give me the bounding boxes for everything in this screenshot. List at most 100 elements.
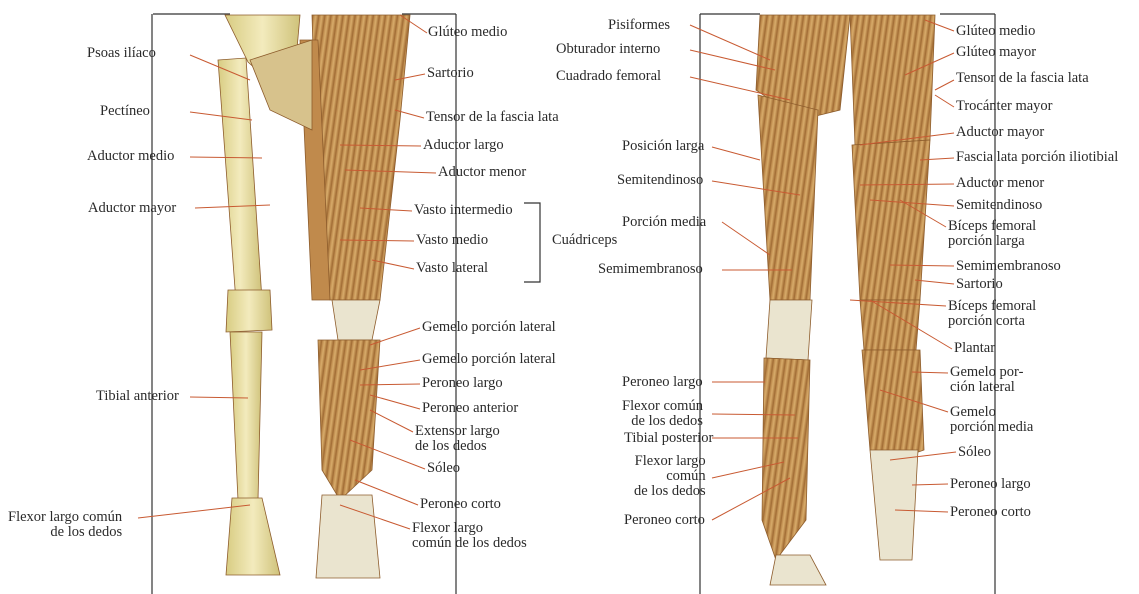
- label-line: Flexor largo: [412, 521, 527, 536]
- label-gemelo-lateral-2: Gemelo porción lateral: [422, 352, 556, 367]
- thigh-posterior-right: [852, 140, 930, 300]
- label-line: Tensor de la fascia lata: [426, 110, 559, 125]
- gluteus-maximus-shape: [850, 15, 935, 145]
- label-plantar: Plantar: [954, 341, 995, 356]
- label-line: Semitendinoso: [956, 198, 1042, 213]
- label-line: Gemelo por-: [950, 365, 1023, 380]
- label-biceps-larga: Bíceps femoralporción larga: [948, 219, 1036, 249]
- label-line: Bíceps femoral: [948, 219, 1036, 234]
- label-line: Obturador interno: [556, 42, 660, 57]
- label-line: Extensor largo: [415, 424, 500, 439]
- label-aductor-mayor-p: Aductor mayor: [956, 125, 1044, 140]
- femur-bone: [218, 58, 262, 302]
- label-line: Aductor menor: [956, 176, 1044, 191]
- tibia-bone: [230, 332, 262, 500]
- label-soleo: Sóleo: [427, 461, 460, 476]
- label-line: Peroneo largo: [622, 375, 703, 390]
- label-line: Gemelo: [950, 405, 1033, 420]
- label-line: Aductor largo: [423, 138, 504, 153]
- label-tibial-anterior: Tibial anterior: [96, 389, 179, 404]
- label-psoas-iliaco: Psoas ilíaco: [87, 46, 156, 61]
- leader-line-tensor-fascia-lata-p: [935, 80, 954, 90]
- label-line: Peroneo corto: [420, 497, 501, 512]
- knee-bone: [226, 290, 272, 332]
- label-gemelo-lateral-1: Gemelo porción lateral: [422, 320, 556, 335]
- label-gluteo-medio: Glúteo medio: [428, 25, 507, 40]
- label-line: Gemelo porción lateral: [422, 352, 556, 367]
- label-peroneo-largo-der: Peroneo largo: [950, 477, 1031, 492]
- label-line: Aductor medio: [87, 149, 174, 164]
- label-line: ción lateral: [950, 380, 1023, 395]
- knee-tendon: [332, 300, 380, 340]
- label-line: Semimembranoso: [956, 259, 1061, 274]
- leg-shapes: [218, 15, 935, 585]
- lower-leg-muscles-anterior: [318, 340, 380, 500]
- label-line: Bíceps femoral: [948, 299, 1036, 314]
- label-line: Semimembranoso: [598, 262, 703, 277]
- label-line: Sóleo: [958, 445, 991, 460]
- label-line: Aductor menor: [438, 165, 526, 180]
- label-porcion-media: Porción media: [622, 215, 706, 230]
- label-line: común de los dedos: [412, 536, 527, 551]
- label-line: Vasto intermedio: [414, 203, 513, 218]
- leader-line-trocanter-mayor: [935, 95, 954, 107]
- label-tibial-posterior: Tibial posterior: [624, 431, 713, 446]
- leader-line-extensor-largo: [370, 410, 413, 432]
- label-line: Trocánter mayor: [956, 99, 1053, 114]
- label-gluteo-mayor: Glúteo mayor: [956, 45, 1036, 60]
- label-soleo-p: Sóleo: [958, 445, 991, 460]
- label-gluteo-medio-p: Glúteo medio: [956, 24, 1035, 39]
- label-line: Tibial anterior: [96, 389, 179, 404]
- leader-line-piriformes: [690, 25, 770, 60]
- label-line: Flexor largo: [634, 454, 706, 469]
- label-vasto-intermedio: Vasto intermedio: [414, 203, 513, 218]
- label-piriformes: Pisiformes: [608, 18, 670, 33]
- label-line: Glúteo medio: [428, 25, 507, 40]
- label-line: común: [634, 469, 706, 484]
- calf-posterior-right: [862, 350, 924, 460]
- label-aductor-menor-p: Aductor menor: [956, 176, 1044, 191]
- label-line: Vasto medio: [416, 233, 488, 248]
- label-line: Peroneo corto: [950, 505, 1031, 520]
- label-aductor-medio: Aductor medio: [87, 149, 174, 164]
- label-posicion-larga: Posición larga: [622, 139, 704, 154]
- label-line: Gemelo porción lateral: [422, 320, 556, 335]
- label-line: Fascia lata porción iliotibial: [956, 150, 1118, 165]
- label-aductor-menor: Aductor menor: [438, 165, 526, 180]
- label-line: Vasto lateral: [416, 261, 488, 276]
- label-vasto-lateral: Vasto lateral: [416, 261, 488, 276]
- label-line: Pectíneo: [100, 104, 150, 119]
- leader-line-gemelo-lateral-1: [370, 328, 420, 345]
- quadriceps-bracket: [524, 203, 540, 282]
- label-semimembranoso-izq: Semimembranoso: [598, 262, 703, 277]
- label-vasto-medio: Vasto medio: [416, 233, 488, 248]
- label-pectineo: Pectíneo: [100, 104, 150, 119]
- label-semitendinoso-izq: Semitendinoso: [617, 173, 703, 188]
- leader-line-porcion-media: [722, 222, 770, 255]
- label-flexor-comun: Flexor comúnde los dedos: [622, 399, 703, 429]
- label-line: Posición larga: [622, 139, 704, 154]
- calf-posterior-left: [762, 358, 810, 560]
- label-line: de los dedos: [8, 525, 122, 540]
- label-line: Peroneo anterior: [422, 401, 518, 416]
- label-fascia-lata-iliotibial: Fascia lata porción iliotibial: [956, 150, 1118, 165]
- label-line: Porción media: [622, 215, 706, 230]
- label-peroneo-corto-der: Peroneo corto: [950, 505, 1031, 520]
- label-tensor-fascia-lata: Tensor de la fascia lata: [426, 110, 559, 125]
- label-line: Cuadrado femoral: [556, 69, 661, 84]
- quadriceps-group-label: Cuádriceps: [552, 233, 617, 248]
- label-line: Glúteo medio: [956, 24, 1035, 39]
- label-sartorio: Sartorio: [427, 66, 474, 81]
- label-peroneo-corto: Peroneo corto: [420, 497, 501, 512]
- label-line: Sartorio: [427, 66, 474, 81]
- label-extensor-largo: Extensor largode los dedos: [415, 424, 500, 454]
- label-line: porción media: [950, 420, 1033, 435]
- label-line: Peroneo largo: [422, 376, 503, 391]
- label-line: Peroneo largo: [950, 477, 1031, 492]
- label-line: Glúteo mayor: [956, 45, 1036, 60]
- label-gemelo-lateral-p: Gemelo por-ción lateral: [950, 365, 1023, 395]
- label-peroneo-corto-izq: Peroneo corto: [624, 513, 705, 528]
